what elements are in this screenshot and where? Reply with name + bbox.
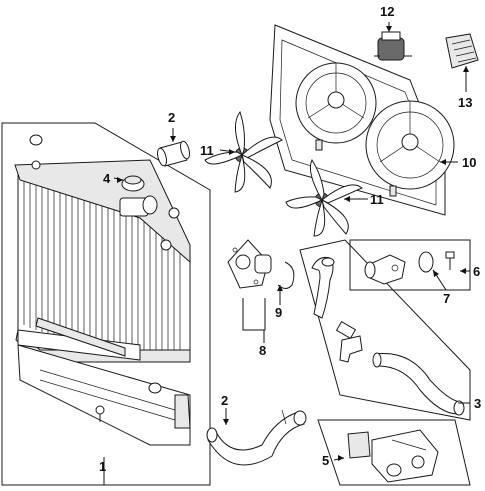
callout-7: 7: [443, 291, 450, 306]
water-outlet: [364, 254, 406, 285]
water-pump-housing: [347, 429, 439, 483]
thermostat-gasket: [277, 261, 295, 289]
water-inlet-bracket: [299, 239, 471, 421]
bypass-hose: [311, 257, 363, 363]
water-outlet-bracket: [349, 239, 471, 291]
callout-10: 10: [462, 155, 476, 170]
lower-radiator-hose: [206, 409, 307, 466]
outlet-bolt: [445, 251, 455, 270]
callout-11-lower: 11: [370, 192, 384, 207]
callout-12: 12: [380, 4, 394, 19]
fan-control-module: [445, 33, 479, 69]
callout-3: 3: [474, 396, 481, 411]
callout-5: 5: [322, 453, 329, 468]
fan-blade-lower: [285, 158, 363, 237]
callout-8: 8: [259, 343, 266, 358]
fan-shroud: [269, 24, 455, 216]
outlet-gasket: [418, 251, 434, 273]
inlet-hose: [372, 352, 465, 416]
callout-13: 13: [458, 95, 472, 110]
radiator-assembly: [1, 122, 211, 486]
callout-1: 1: [99, 459, 106, 474]
leader-arrowheads: [117, 26, 469, 461]
thermostat-housing: [227, 239, 272, 289]
callout-labels: 1 2 2 3 4 5 6 7 8 9 10 11 11 12 13: [99, 4, 481, 474]
radiator-cap: [121, 175, 145, 192]
callout-2-lower: 2: [221, 393, 228, 408]
callout-9: 9: [275, 305, 282, 320]
callout-11-upper: 11: [200, 143, 214, 158]
callout-4: 4: [103, 171, 111, 186]
callout-6: 6: [473, 264, 480, 279]
water-pump-bracket: [317, 419, 471, 486]
fan-blade-upper: [204, 110, 283, 193]
upper-radiator-hose: [156, 140, 191, 167]
fan-motor: [374, 31, 412, 61]
callout-2-upper: 2: [168, 110, 175, 125]
